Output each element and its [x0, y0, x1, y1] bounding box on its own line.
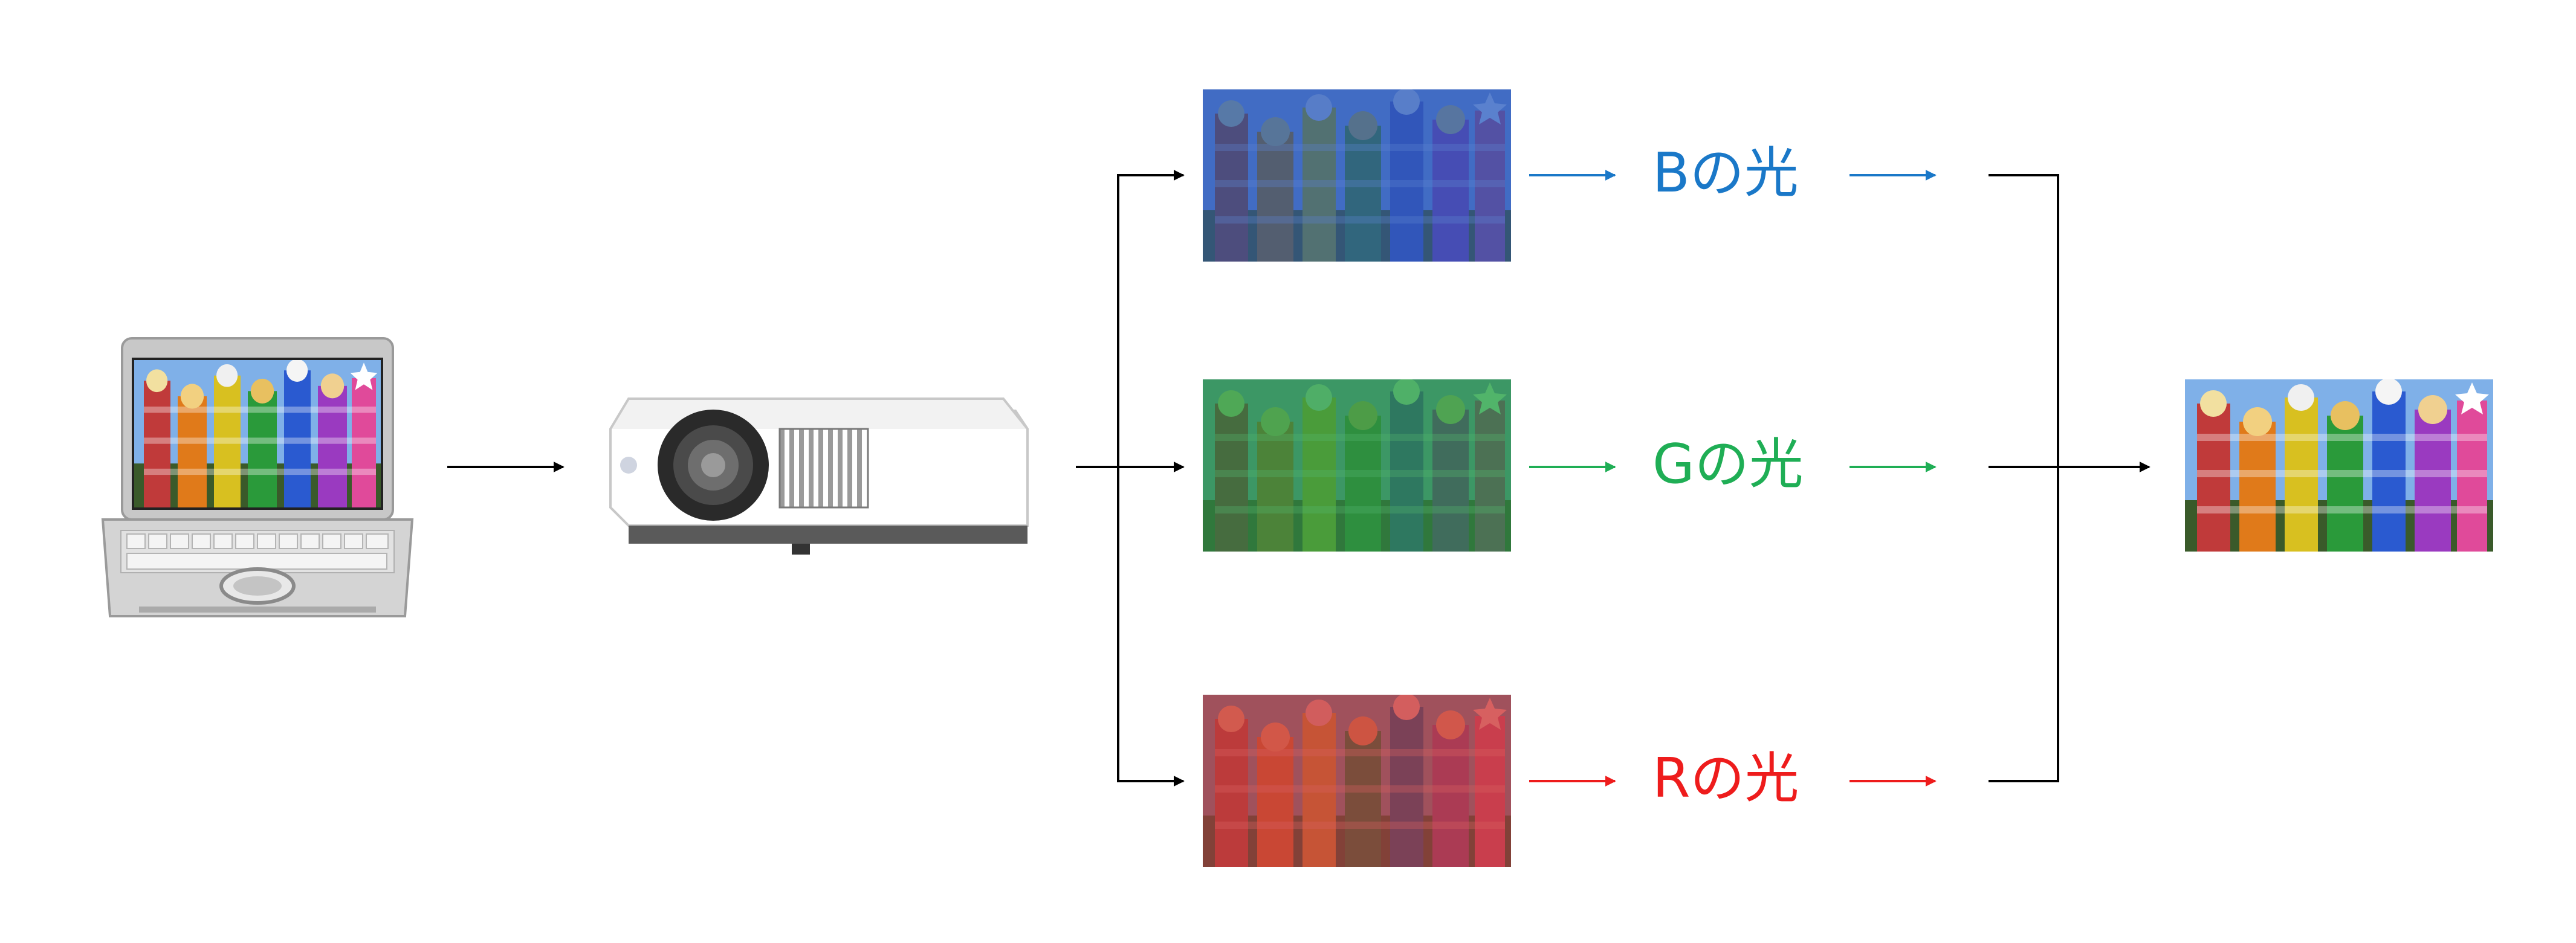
combined-color-image [2185, 379, 2493, 552]
red-channel-image [1203, 695, 1511, 867]
green-light-label: Gの光 [1652, 433, 1804, 496]
combine-connector [1989, 174, 2059, 782]
split-connector-top [1117, 170, 1185, 467]
blue-light-label: Bの光 [1652, 141, 1799, 205]
blue-channel-image [1203, 89, 1511, 262]
projector-icon [609, 397, 1029, 555]
split-connector-bottom [1117, 467, 1185, 787]
green-channel-image [1203, 379, 1511, 552]
laptop-icon [101, 337, 414, 617]
red-light-label: Rの光 [1652, 747, 1799, 810]
